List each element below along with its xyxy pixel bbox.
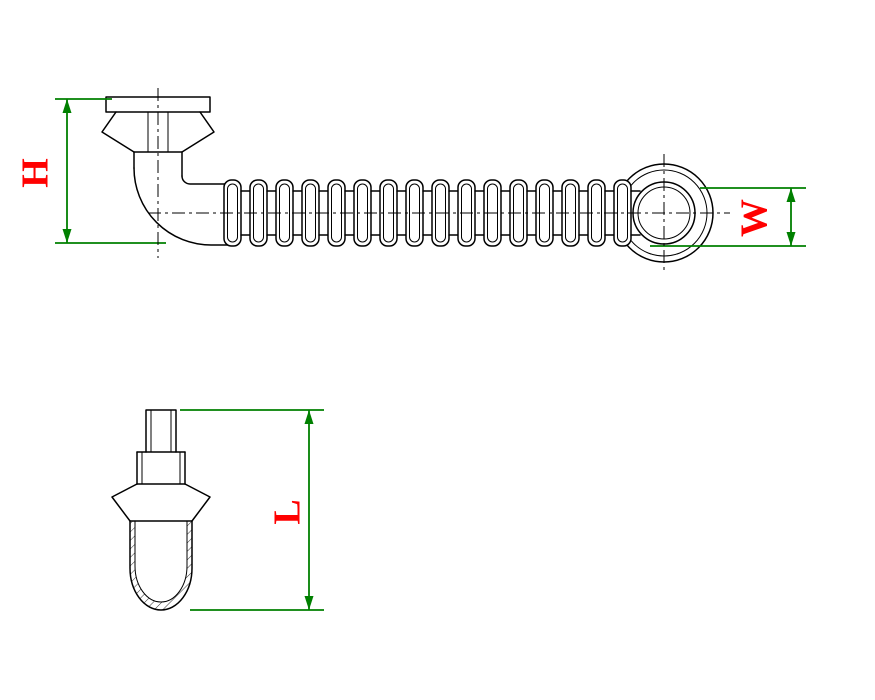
dimension-label-l: L	[266, 499, 308, 524]
arrow-up-icon	[786, 188, 796, 202]
arrow-up-icon	[304, 410, 314, 424]
plug-collar	[136, 451, 186, 485]
dimension-w: W	[650, 187, 806, 247]
elbow	[133, 167, 229, 246]
dimension-h: H	[14, 98, 166, 244]
front-view	[111, 409, 211, 611]
side-view	[101, 96, 714, 263]
centerlines	[148, 88, 730, 274]
arrow-down-icon	[304, 596, 314, 610]
dimension-label-h: H	[14, 158, 56, 188]
arrow-down-icon	[62, 229, 72, 243]
connector-fitting	[101, 96, 215, 177]
dimension-label-w: W	[733, 199, 775, 237]
plug-cup	[129, 520, 193, 611]
arrow-down-icon	[786, 232, 796, 246]
dimension-l: L	[180, 409, 324, 611]
plug-stub	[145, 409, 177, 453]
arrow-up-icon	[62, 99, 72, 113]
plug-flange-wings	[111, 483, 211, 522]
